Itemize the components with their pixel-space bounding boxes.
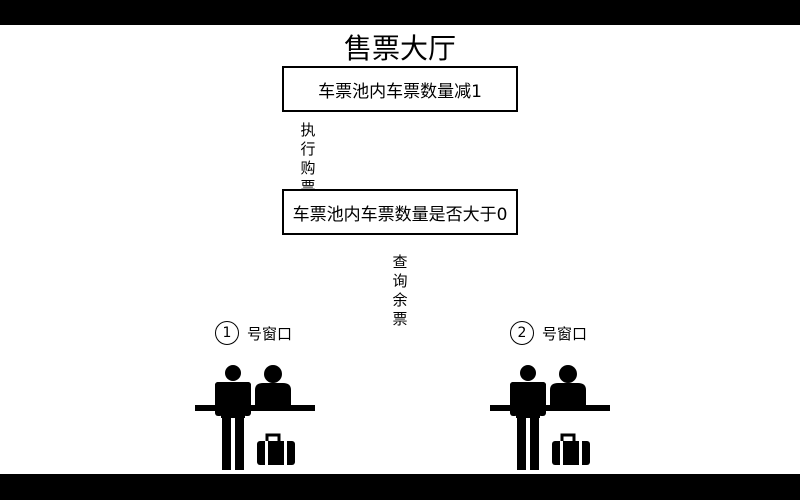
window-label-text: 号窗口	[542, 324, 588, 343]
window-2-label: 2 号窗口	[510, 321, 587, 345]
counter-icon	[195, 405, 315, 411]
person-icon	[215, 365, 251, 470]
window-1-scene	[195, 365, 315, 470]
bottom-letterbox-bar	[0, 474, 800, 500]
top-letterbox-bar	[0, 0, 800, 25]
window-label-text: 号窗口	[247, 324, 293, 343]
window-2-scene	[490, 365, 610, 470]
decrement-ticket-text: 车票池内车票数量减1	[318, 81, 482, 102]
decrement-ticket-box: 车票池内车票数量减1	[282, 66, 518, 112]
clerk-icon	[255, 365, 291, 405]
check-ticket-box: 车票池内车票数量是否大于0	[282, 189, 518, 235]
diagram-title: 售票大厅	[343, 32, 456, 65]
person-icon	[510, 365, 546, 470]
window-1-label: 1 号窗口	[215, 321, 292, 345]
execute-purchase-label: 执行购票	[300, 121, 316, 196]
counter-icon	[490, 405, 610, 411]
query-tickets-label: 查询余票	[392, 253, 408, 328]
luggage-icon	[257, 433, 295, 465]
check-ticket-text: 车票池内车票数量是否大于0	[292, 204, 508, 225]
window-number-badge: 1	[215, 321, 239, 345]
clerk-icon	[550, 365, 586, 405]
window-number-badge: 2	[510, 321, 534, 345]
luggage-icon	[552, 433, 590, 465]
